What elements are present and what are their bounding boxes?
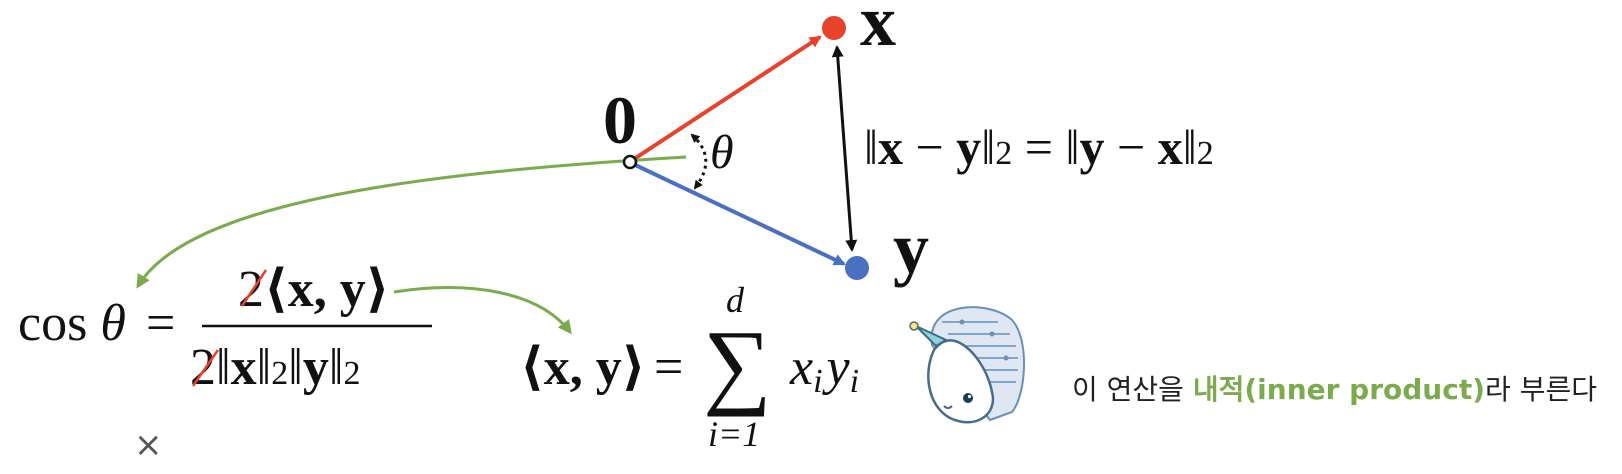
inner-equals: =	[654, 339, 683, 396]
caption-suffix: 라 부른다	[1485, 373, 1597, 406]
cosine-denominator: 2‖x‖2‖y‖2	[190, 339, 360, 396]
point-y-dot	[845, 256, 869, 280]
origin-label: 0	[603, 82, 637, 158]
sigma-upper-limit: d	[726, 280, 745, 320]
vector-x-arrow	[629, 35, 822, 163]
curve-to-inner-arrow	[393, 286, 572, 335]
unicorn-mascot-icon	[909, 306, 1026, 424]
sigma-lower-limit: i=1	[708, 414, 760, 454]
denominator-two-strike	[191, 349, 220, 387]
inner-lhs: ⟨x, y⟩	[520, 339, 646, 396]
distance-equation: ‖x − y‖2 = ‖y − x‖2	[864, 119, 1214, 175]
vector-y-arrow	[630, 161, 846, 266]
distance-arrow	[831, 45, 858, 252]
cosine-numerator: 2⟨x, y⟩	[238, 261, 390, 318]
close-icon[interactable]: ×	[134, 425, 163, 465]
origin-point	[622, 154, 638, 170]
curve-to-cosine-arrow	[136, 155, 687, 289]
point-x-label: x	[860, 0, 896, 61]
sigma-symbol: ∑	[703, 310, 771, 417]
point-y-label: y	[893, 208, 929, 288]
cosine-equals: =	[146, 295, 175, 352]
angle-label: θ	[710, 126, 734, 179]
inner-product-caption: 이 연산을 내적(inner product)라 부른다	[1072, 368, 1597, 408]
caption-highlight: 내적(inner product)	[1192, 373, 1486, 406]
cosine-lhs: cos θ	[18, 295, 126, 352]
numerator-two-strike	[240, 269, 268, 307]
caption-prefix: 이 연산을	[1072, 373, 1193, 406]
angle-arc	[690, 133, 708, 190]
inner-summand: xiyi	[789, 339, 859, 400]
point-x-dot	[822, 16, 846, 40]
